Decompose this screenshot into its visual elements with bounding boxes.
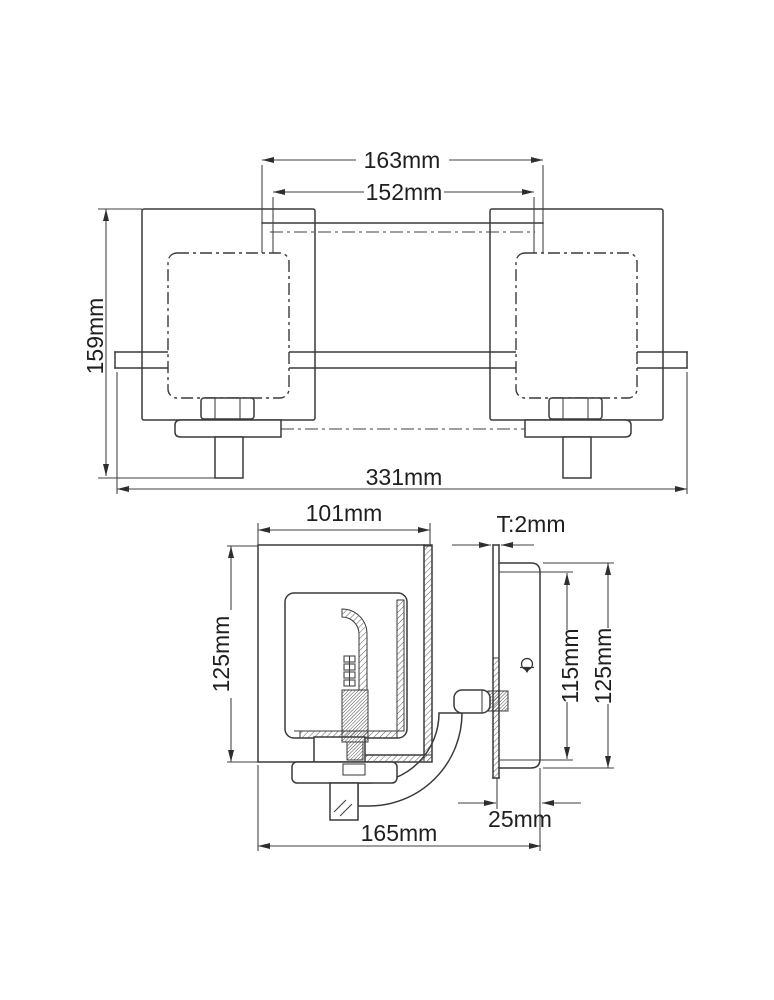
- left-inner-diffuser: [167, 252, 290, 399]
- keyhole-screw-icon: [520, 657, 534, 673]
- dim-label-25: 25mm: [488, 806, 552, 832]
- backplate-canopy: [498, 562, 541, 769]
- front-view: 163mm 152mm 159mm 331mm: [82, 147, 688, 494]
- dim-backplate-opening-height: 115mm: [499, 571, 583, 761]
- dim-label-125-right: 125mm: [590, 628, 616, 705]
- dim-label-331: 331mm: [366, 464, 443, 490]
- dim-label-159: 159mm: [82, 298, 108, 375]
- dim-overall-width: 331mm: [116, 372, 688, 494]
- dim-label-101: 101mm: [306, 500, 383, 526]
- dim-shade-width: 101mm: [257, 500, 431, 545]
- dim-inner-arm-spacing: 152mm: [272, 179, 535, 253]
- wall-plate: [492, 544, 500, 779]
- dim-plate-thickness: T:2mm: [452, 511, 566, 548]
- socket-body: [341, 689, 369, 743]
- top-bar: [261, 222, 544, 233]
- right-socket-cup: [548, 397, 603, 420]
- side-stem: [329, 782, 359, 821]
- fitter-plate: [291, 761, 398, 784]
- socket-stack: [343, 655, 356, 687]
- dim-label-165: 165mm: [361, 820, 438, 846]
- arm-coupling: [453, 689, 491, 714]
- left-backplate-strip: [174, 419, 282, 438]
- dim-projection: 165mm: [257, 765, 541, 851]
- dim-backplate-depth: 25mm: [458, 768, 581, 851]
- dim-label-125-left: 125mm: [208, 616, 234, 693]
- left-stem: [214, 436, 244, 479]
- dim-backplate-height: 125mm: [543, 562, 616, 769]
- right-inner-diffuser: [515, 252, 638, 399]
- threaded-nipple: [346, 741, 364, 761]
- dim-shade-height: 125mm: [208, 545, 258, 763]
- left-socket-cup: [200, 397, 255, 420]
- dim-label-163: 163mm: [364, 147, 441, 173]
- arm-nut: [487, 690, 509, 712]
- right-backplate-strip: [524, 419, 632, 438]
- dim-label-t2: T:2mm: [497, 511, 566, 537]
- dim-label-152: 152mm: [366, 179, 443, 205]
- side-view: 101mm T:2mm 125mm 115mm: [208, 500, 616, 851]
- dim-overall-height: 159mm: [82, 208, 215, 479]
- right-stem: [562, 436, 592, 479]
- dim-outer-arm-spacing: 163mm: [261, 147, 544, 253]
- dim-label-115: 115mm: [557, 629, 583, 704]
